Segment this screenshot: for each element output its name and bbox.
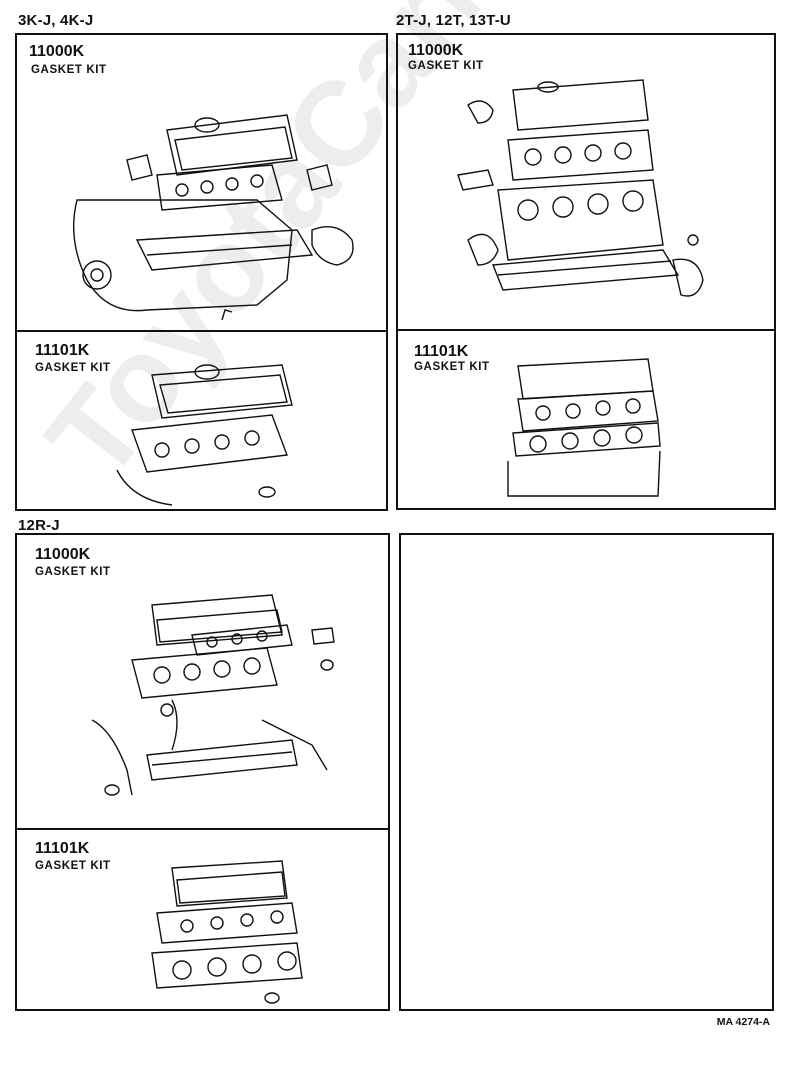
kit-cell-12r-11101k: 11101K GASKET KIT <box>17 828 388 1011</box>
kit-code: 11101K <box>35 342 90 359</box>
kit-cell-2t-11101k: 11101K GASKET KIT <box>398 329 774 510</box>
engine-gasket-drawing <box>453 75 753 315</box>
head-gasket-drawing <box>112 360 322 508</box>
kit-code: 11000K <box>29 43 85 60</box>
head-gasket-drawing <box>498 351 668 501</box>
figure-reference: MA 4274-A <box>716 1016 770 1028</box>
panel-2t: 11000K GASKET KIT 11101K GASKET KIT <box>396 33 776 510</box>
empty-panel <box>399 533 774 1011</box>
kit-cell-3k-11101k: 11101K GASKET KIT <box>17 330 386 511</box>
kit-code: 11101K <box>35 840 90 857</box>
kit-label: GASKET KIT <box>31 64 107 76</box>
kit-code: 11101K <box>414 343 469 360</box>
kit-label: GASKET KIT <box>408 60 484 72</box>
group-title-2t: 2T-J, 12T, 13T-U <box>396 12 511 29</box>
group-title-12r: 12R-J <box>18 517 60 534</box>
kit-code: 11000K <box>408 42 464 59</box>
kit-label: GASKET KIT <box>35 362 111 374</box>
kit-cell-2t-11000k: 11000K GASKET KIT <box>398 35 774 329</box>
kit-label: GASKET KIT <box>35 566 111 578</box>
head-gasket-drawing <box>142 858 312 1008</box>
panel-3k: 11000K GASKET KIT 11101K GASKET <box>15 33 388 511</box>
group-title-3k: 3K-J, 4K-J <box>18 12 94 29</box>
engine-gasket-drawing <box>57 80 377 325</box>
kit-label: GASKET KIT <box>414 361 490 373</box>
kit-cell-12r-11000k: 11000K GASKET KIT <box>17 535 388 828</box>
panel-12r: 11000K GASKET KIT 11101K <box>15 533 390 1011</box>
engine-gasket-drawing <box>72 590 352 810</box>
kit-label: GASKET KIT <box>35 860 111 872</box>
kit-code: 11000K <box>35 546 91 563</box>
kit-cell-3k-11000k: 11000K GASKET KIT <box>17 35 386 330</box>
